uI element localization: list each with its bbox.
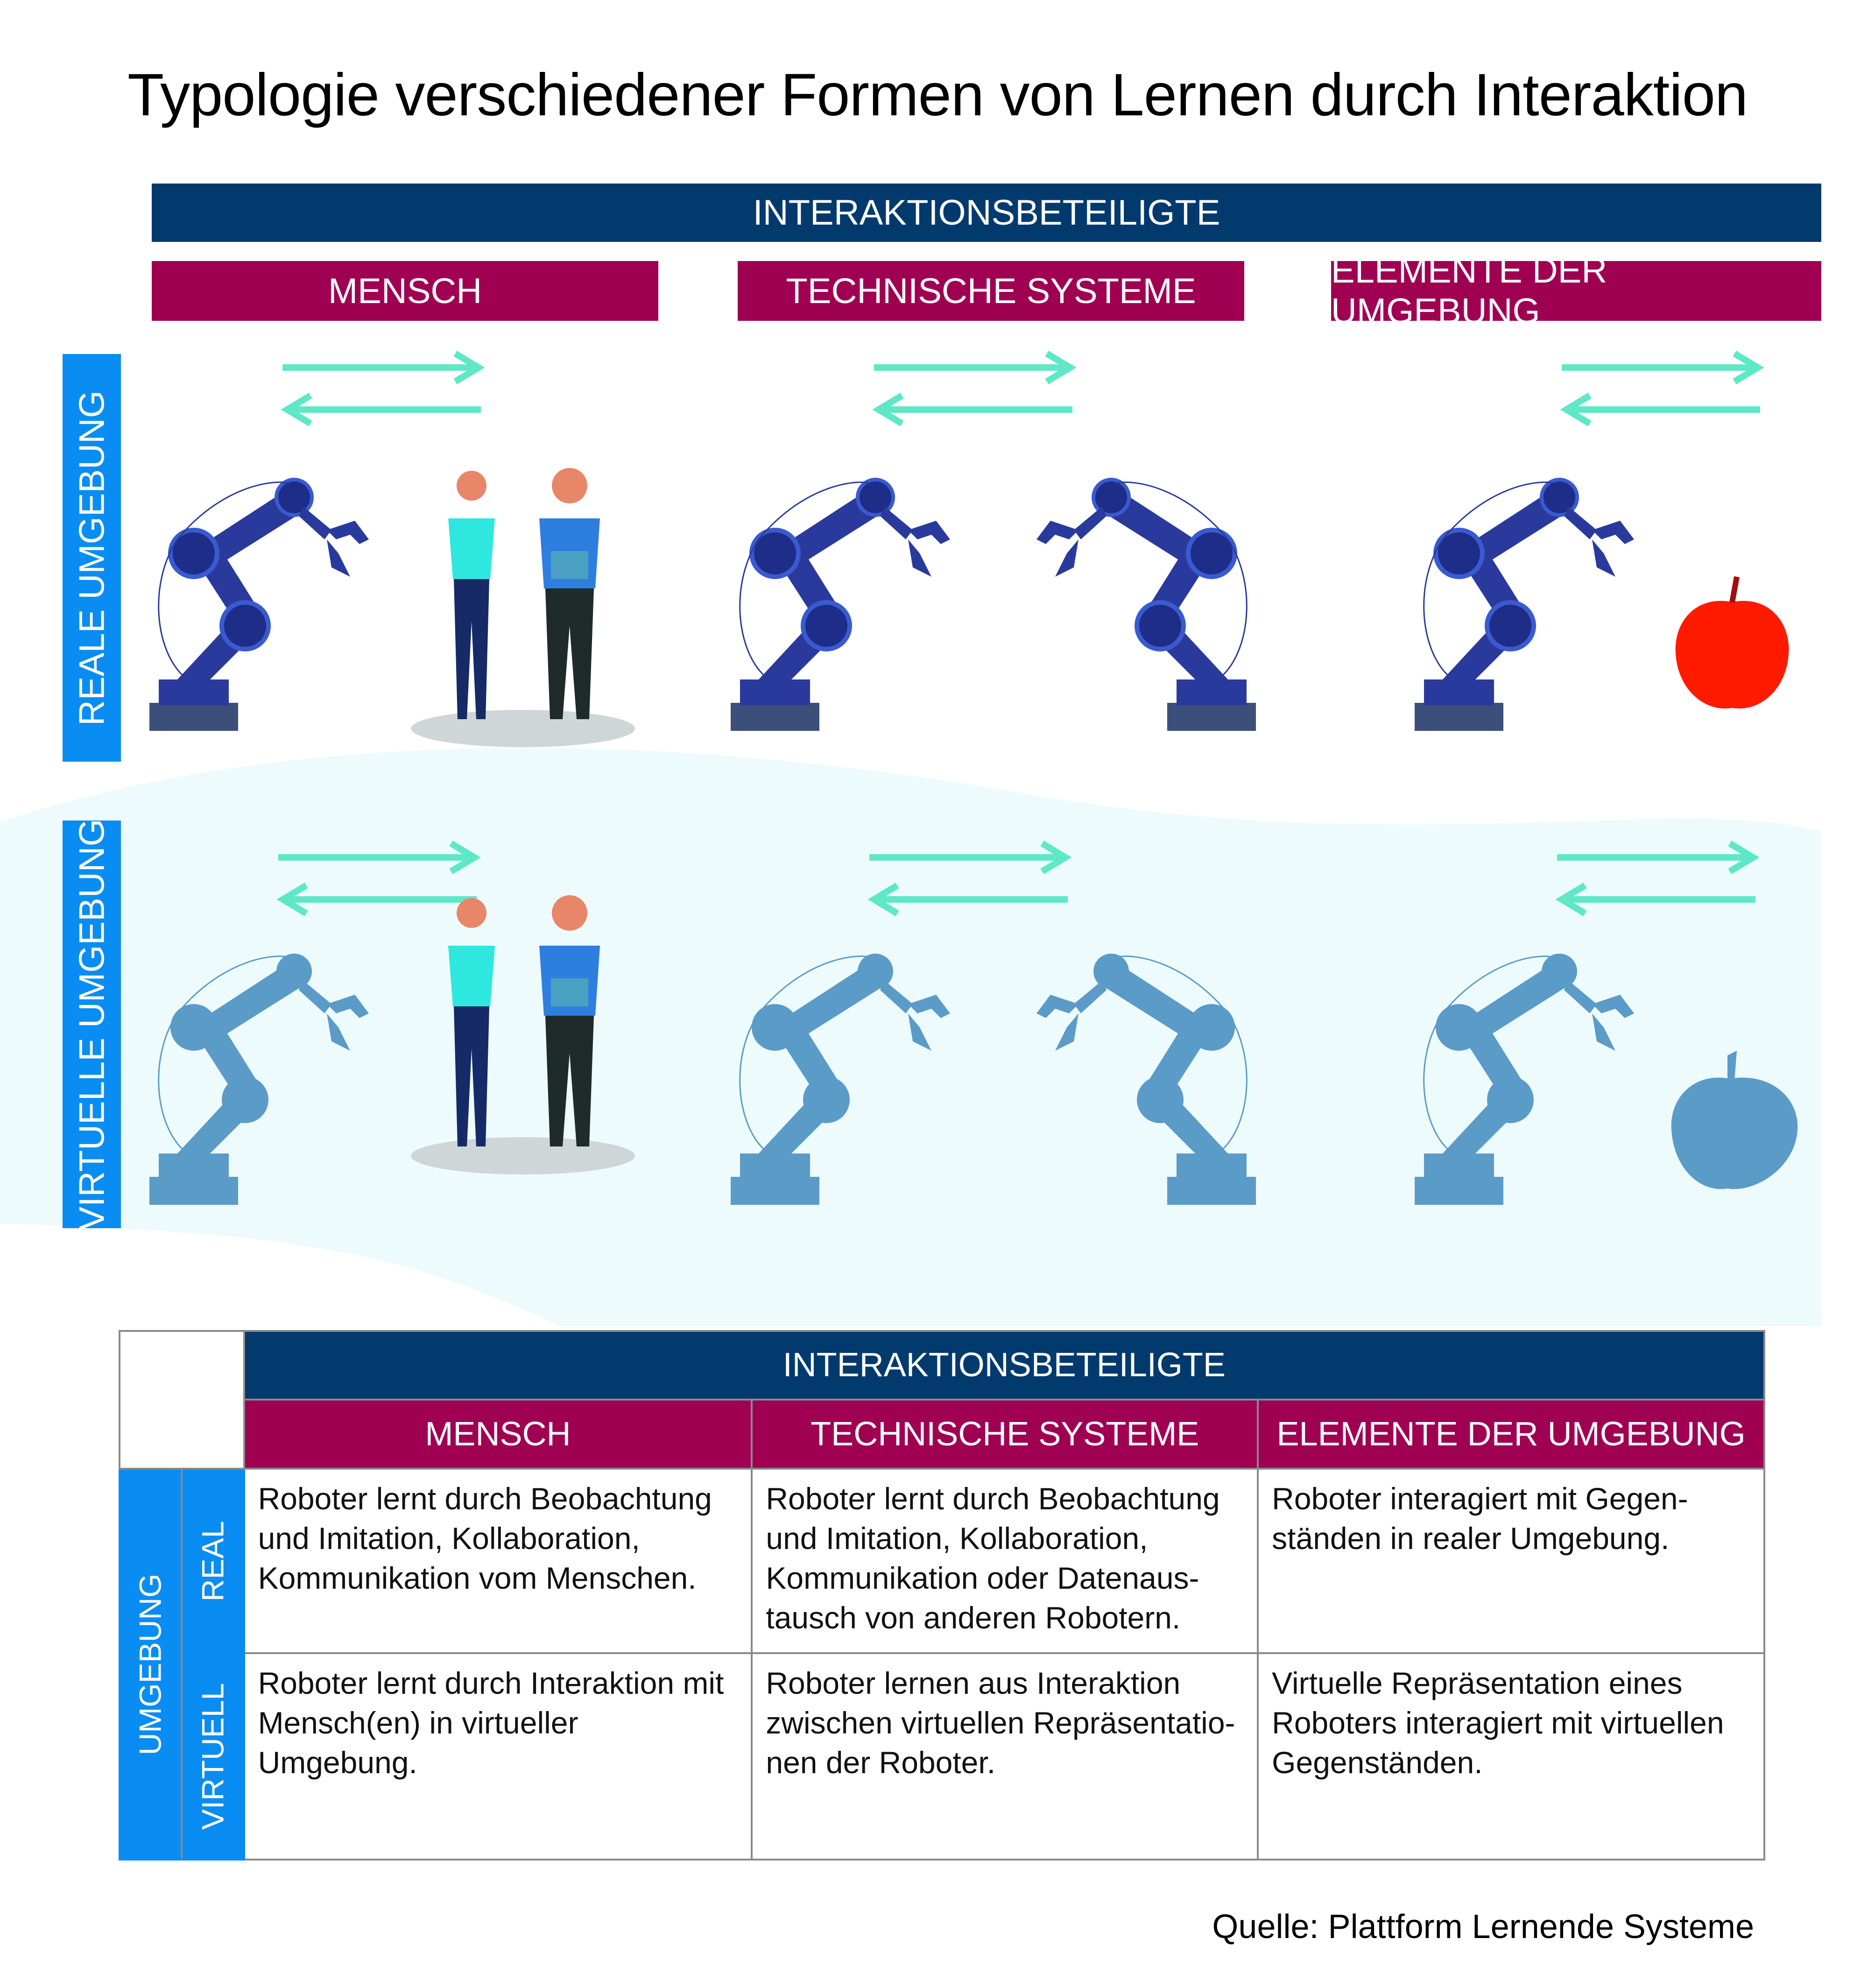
people-real <box>411 468 635 747</box>
row-label-real: REAL <box>180 1468 245 1654</box>
table-column-elemente: ELEMENTE DER UMGEBUNG <box>1257 1399 1765 1470</box>
diagram-column-mensch: MENSCH <box>152 261 658 321</box>
table-row: VIRTUELL Roboter lernt durch Interaktion… <box>120 1652 1765 1861</box>
row-label-real: REALE UMGEBUNG <box>63 354 121 762</box>
source-note: Quelle: Plattform Lernende Systeme <box>1212 1908 1754 1946</box>
robot-real-2 <box>731 480 950 731</box>
table-cell: Roboter lernen aus Interaktion zwischen … <box>751 1652 1259 1861</box>
table-column-technische-systeme: TECHNISCHE SYSTEME <box>751 1399 1259 1470</box>
arrows-real-technik <box>874 354 1072 424</box>
people-virtual <box>411 895 635 1174</box>
arrows-real-mensch <box>282 354 481 424</box>
robot-real-4 <box>1415 480 1634 731</box>
page-title: Typologie verschiedener Formen von Lerne… <box>127 62 1748 128</box>
robot-virtual-4 <box>1414 953 1635 1206</box>
diagram-header: INTERAKTIONSBETEILIGTE <box>152 184 1821 242</box>
apple-virtual-icon <box>1671 1051 1798 1189</box>
diagram-column-technische-systeme: TECHNISCHE SYSTEME <box>738 261 1244 321</box>
apple-real-icon <box>1671 576 1793 713</box>
robot-real-1 <box>149 480 369 731</box>
row-label-virtuell: VIRTUELL <box>180 1652 245 1861</box>
arrows-real-umgebung <box>1562 354 1760 424</box>
table-row: UMGEBUNG REAL Roboter lernt durch Beobac… <box>119 1468 1765 1861</box>
arrows-virtual-mensch <box>278 843 477 913</box>
row-label-virtual: VIRTUELLE UMGEBUNG <box>63 819 121 1230</box>
table-cell: Roboter lernt durch Interaktion mit Mens… <box>243 1652 753 1861</box>
table-column-mensch: MENSCH <box>243 1399 753 1470</box>
table-cell: Roboter interagiert mit Gegen­ständen in… <box>1257 1468 1765 1654</box>
table-cell: Roboter lernt durch Beobachtung und Imit… <box>243 1468 753 1654</box>
robot-virtual-3 <box>1036 953 1257 1206</box>
table-header: INTERAKTIONSBETEILIGTE <box>243 1330 1766 1401</box>
robot-virtual-1 <box>148 953 370 1206</box>
table-cell: Roboter lernt durch Beobachtung und Imit… <box>751 1468 1259 1654</box>
robot-real-3 <box>1036 480 1256 731</box>
arrows-virtual-umgebung <box>1557 843 1755 913</box>
row-group-umgebung: UMGEBUNG <box>119 1468 183 1861</box>
interaction-table: INTERAKTIONSBETEILIGTE MENSCH TECHNISCHE… <box>119 1330 1766 1861</box>
arrows-virtual-technik <box>869 843 1068 913</box>
robot-virtual-2 <box>730 953 951 1206</box>
table-cell: Virtuelle Repräsentation eines Roboters … <box>1257 1652 1765 1861</box>
